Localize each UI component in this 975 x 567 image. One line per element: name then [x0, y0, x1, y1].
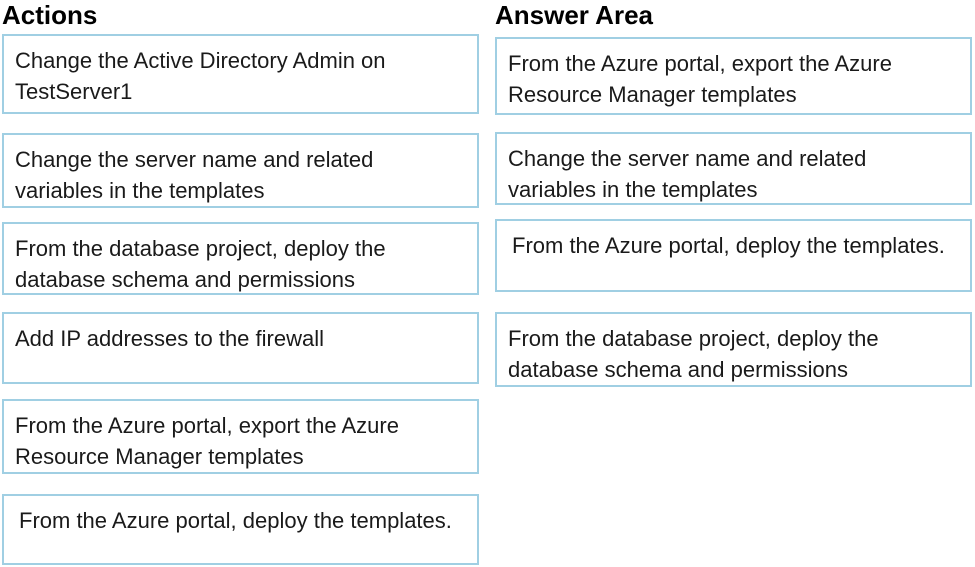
- action-item-change-server-name[interactable]: Change the server name and related varia…: [2, 133, 479, 208]
- answer-area-column: Answer Area From the Azure portal, expor…: [495, 0, 972, 387]
- action-item-deploy-db-schema[interactable]: From the database project, deploy the da…: [2, 222, 479, 295]
- action-item-deploy-templates[interactable]: From the Azure portal, deploy the templa…: [2, 494, 479, 565]
- answer-item-step-3[interactable]: From the Azure portal, deploy the templa…: [495, 219, 972, 292]
- answer-item-step-2[interactable]: Change the server name and related varia…: [495, 132, 972, 205]
- answer-area-heading: Answer Area: [495, 0, 653, 30]
- action-item-change-ad-admin[interactable]: Change the Active Directory Admin on Tes…: [2, 34, 479, 114]
- action-item-export-arm-templates[interactable]: From the Azure portal, export the Azure …: [2, 399, 479, 474]
- actions-heading: Actions: [2, 0, 98, 30]
- actions-column: Actions Change the Active Directory Admi…: [2, 0, 479, 565]
- answer-item-step-1[interactable]: From the Azure portal, export the Azure …: [495, 37, 972, 115]
- answer-item-step-4[interactable]: From the database project, deploy the da…: [495, 312, 972, 387]
- action-item-add-ip-firewall[interactable]: Add IP addresses to the firewall: [2, 312, 479, 384]
